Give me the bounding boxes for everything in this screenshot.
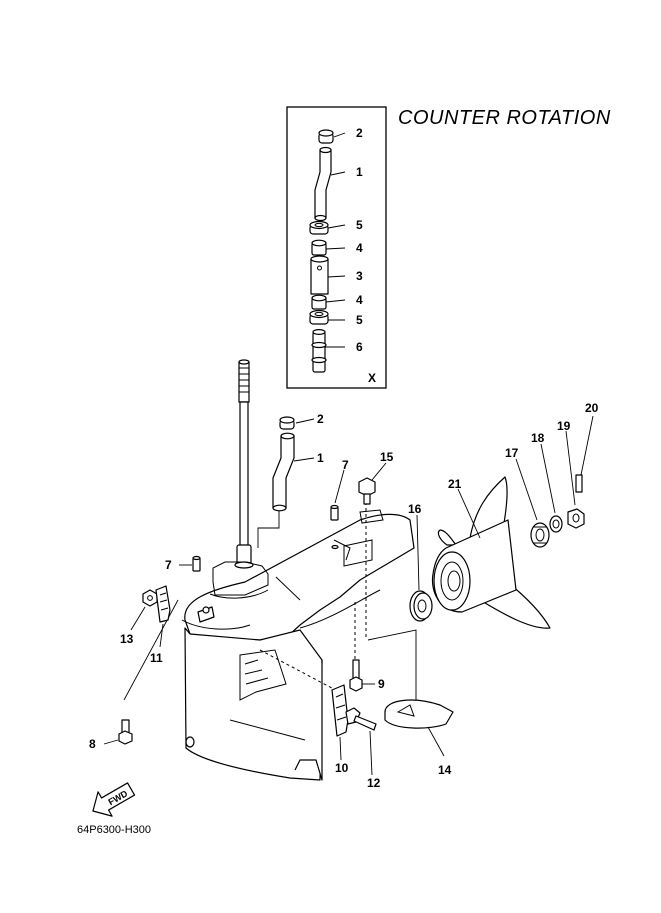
bracket-11 <box>155 585 171 623</box>
bolt-8 <box>118 719 133 745</box>
assembly-guides <box>123 502 417 701</box>
diagram-title: COUNTER ROTATION <box>398 107 611 129</box>
callout-17: 17 <box>505 446 519 460</box>
inset-parts <box>309 129 334 373</box>
callout-13: 13 <box>120 632 134 646</box>
trim-tab-14 <box>384 699 454 729</box>
drive-shaft <box>234 359 254 569</box>
water-pipe <box>272 416 295 512</box>
callout-15: 15 <box>380 450 394 464</box>
fwd-arrow-icon: FWD <box>92 782 136 817</box>
bolt-12 <box>345 707 377 731</box>
callout-12: 12 <box>367 776 381 790</box>
callout-inset-4b: 4 <box>356 293 363 307</box>
callout-inset-4a: 4 <box>356 241 363 255</box>
plate-screws <box>197 606 215 623</box>
callout-2: 2 <box>317 412 324 426</box>
inset-pipe-lower <box>311 329 327 373</box>
callout-18: 18 <box>531 431 545 445</box>
bolt-9 <box>349 659 363 692</box>
callout-14: 14 <box>438 763 452 777</box>
callout-inset-3: 3 <box>356 269 363 283</box>
lower-unit-case <box>181 509 415 781</box>
callout-inset-5a: 5 <box>356 218 363 232</box>
callout-inset-2: 2 <box>356 126 363 140</box>
callout-21: 21 <box>448 477 462 491</box>
callout-19: 19 <box>557 419 571 433</box>
inset-collar-upper <box>311 239 327 256</box>
inset-sleeve <box>310 255 329 295</box>
dowel-pin-lower <box>192 555 201 572</box>
seal-16 <box>409 590 433 622</box>
spacer-17 <box>530 522 550 548</box>
inset-label: X <box>368 371 376 385</box>
inset-grommet <box>318 129 334 144</box>
drawing-code: 64P6300-H300 <box>77 824 151 836</box>
callout-7-upper: 7 <box>342 458 349 472</box>
inset-collar-lower <box>311 294 327 310</box>
cotter-pin-20 <box>575 474 583 493</box>
washer-18 <box>549 515 563 533</box>
inset-water-pipe <box>314 146 332 222</box>
bolt-15 <box>358 477 376 505</box>
callout-11: 11 <box>150 651 163 665</box>
inset-box <box>286 106 387 389</box>
inset-seal-upper <box>309 220 329 235</box>
inset-seal-lower <box>309 309 329 325</box>
callout-7-lower: 7 <box>165 558 172 572</box>
callout-8: 8 <box>89 737 96 751</box>
nut-19 <box>567 508 585 529</box>
callout-inset-6: 6 <box>356 340 363 354</box>
propeller-21 <box>431 476 551 629</box>
nut-13 <box>142 589 158 607</box>
callout-inset-5b: 5 <box>356 313 363 327</box>
inset-leaders <box>325 132 346 348</box>
plate-10 <box>331 684 349 737</box>
dowel-pin-upper <box>330 504 339 521</box>
callout-inset-1: 1 <box>356 165 363 179</box>
callout-20: 20 <box>585 401 599 415</box>
callout-1: 1 <box>317 451 324 465</box>
callout-16: 16 <box>408 502 422 516</box>
callout-9: 9 <box>378 677 385 691</box>
callout-numbers: 2 1 5 4 3 4 5 6 2 1 7 15 20 19 18 17 21 … <box>89 126 599 790</box>
callout-10: 10 <box>335 761 349 775</box>
